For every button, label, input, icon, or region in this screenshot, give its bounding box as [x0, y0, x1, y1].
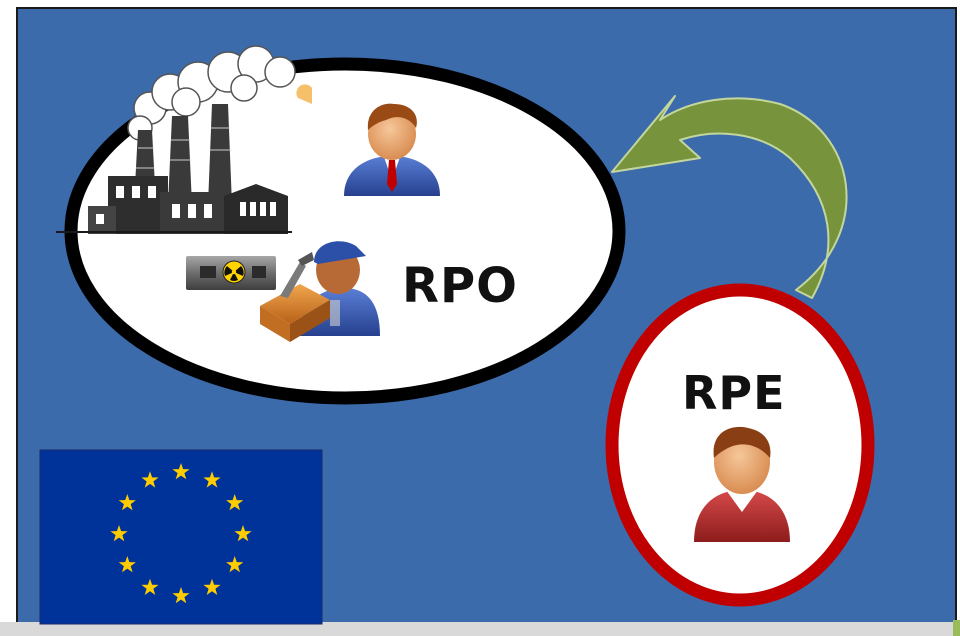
flag-star-icon — [203, 471, 221, 488]
flag-star-icon — [141, 471, 159, 488]
flag-star-icon — [234, 525, 252, 542]
manager-icon — [344, 103, 440, 196]
footer-bar — [0, 622, 960, 636]
flag-star-icon — [118, 494, 136, 511]
flag-star-icon — [172, 587, 190, 604]
flag-star-icon — [226, 556, 244, 573]
eu-flag-icon — [39, 449, 323, 625]
footer-accent — [953, 620, 960, 636]
rpe-label: RPE — [682, 366, 786, 420]
flag-star-icon — [226, 494, 244, 511]
flag-star-icon — [172, 463, 190, 480]
flag-star-icon — [203, 578, 221, 595]
rpo-label: RPO — [402, 258, 518, 314]
flag-star-icon — [141, 578, 159, 595]
radioactive-source-icon — [186, 256, 276, 290]
influence-arrow — [611, 95, 848, 299]
flag-star-icon — [110, 525, 128, 542]
factory-icon — [56, 45, 312, 234]
expert-icon — [694, 426, 790, 542]
toolbox-icon — [260, 252, 330, 342]
flag-star-icon — [118, 556, 136, 573]
